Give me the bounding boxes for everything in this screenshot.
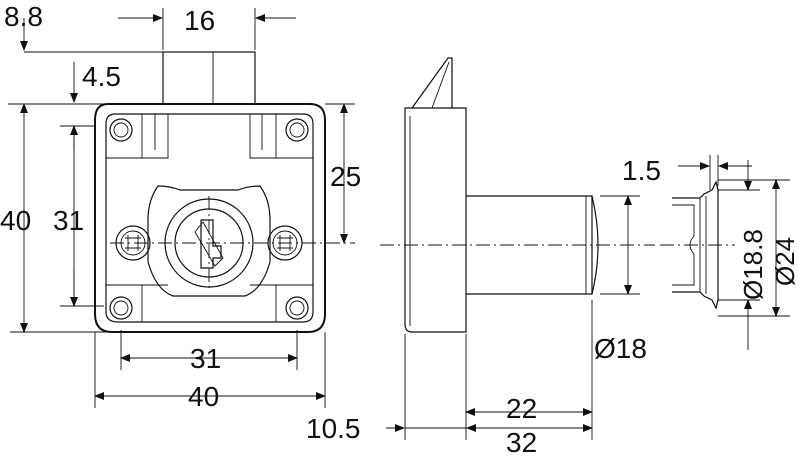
dim-rosette-inner-diameter: Ø18.8 [738, 229, 768, 300]
dim-1-5: 1.5 [622, 155, 661, 186]
side-view [380, 57, 655, 333]
cylinder-housing [147, 185, 271, 297]
dim-8-8: 8.8 [4, 1, 43, 32]
mounting-hole [285, 118, 309, 142]
mounting-hole [109, 296, 133, 320]
bolt-tongue [162, 51, 256, 105]
mounting-hole [285, 296, 309, 320]
side-view-dimensions [386, 195, 640, 440]
dim-25: 25 [330, 161, 361, 192]
lock-plate [94, 103, 326, 333]
dim-40-bottom: 40 [188, 381, 219, 412]
rosette-dimensions [678, 155, 790, 350]
mounting-hole [109, 118, 133, 142]
lock-plate-inner [105, 113, 314, 323]
dim-10-5: 10.5 [306, 413, 361, 444]
front-view [94, 51, 355, 333]
keyway [200, 219, 222, 269]
dim-40-left: 40 [0, 205, 31, 236]
dim-32: 32 [506, 427, 537, 458]
dim-4-5: 4.5 [82, 61, 121, 92]
rosette-view [660, 180, 735, 310]
dim-cylinder-diameter: Ø18 [594, 333, 647, 364]
bolt-wedge [411, 57, 453, 109]
front-view-dimensions [8, 8, 355, 408]
dim-22: 22 [506, 393, 537, 424]
flange [404, 107, 467, 333]
dim-rosette-outer-diameter: Ø24 [770, 237, 799, 286]
dim-31-left: 31 [53, 205, 84, 236]
dim-16: 16 [184, 5, 215, 36]
dim-31-bottom: 31 [190, 343, 221, 374]
